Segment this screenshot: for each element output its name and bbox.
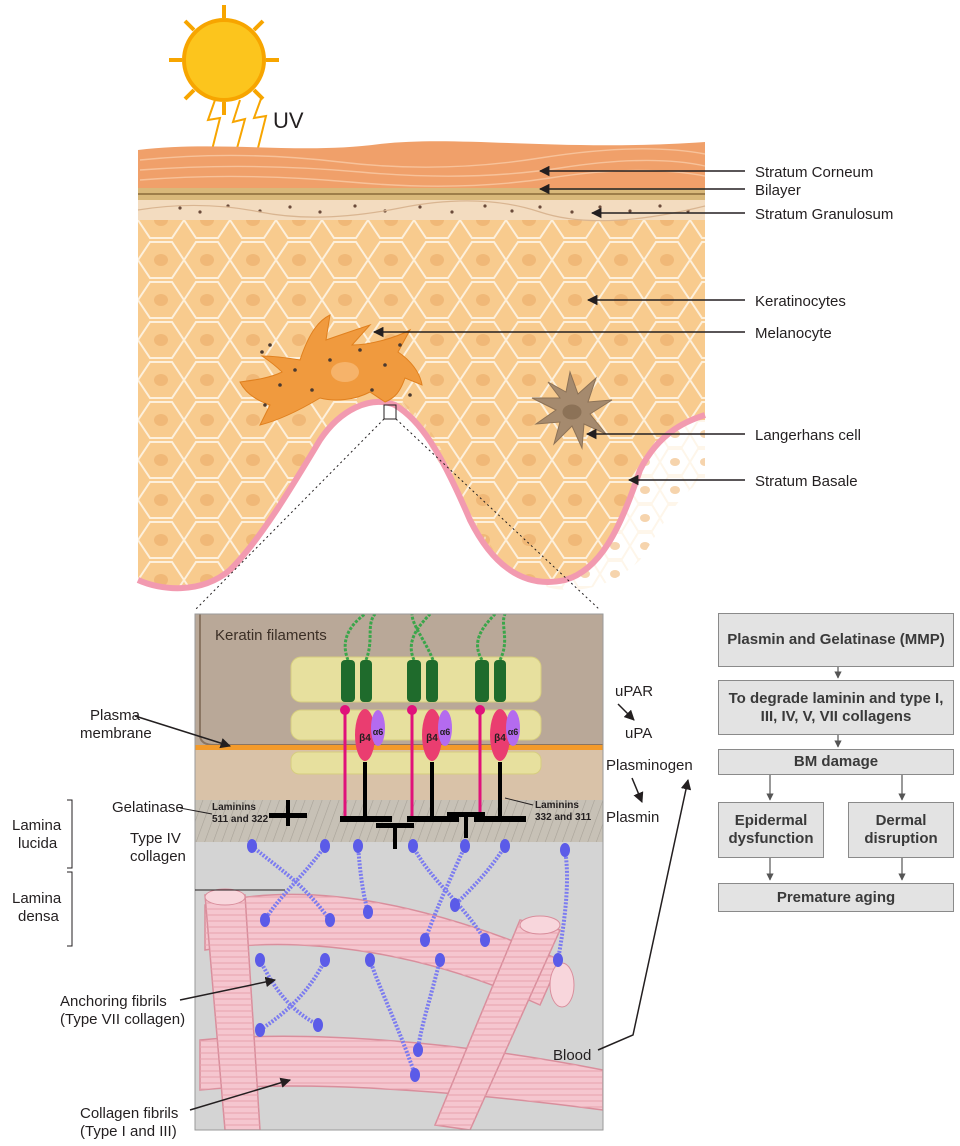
label-collagen-fibrils-2: (Type I and III) xyxy=(80,1123,177,1140)
alpha6-label-1: α6 xyxy=(373,727,384,737)
label-plasma-membrane-2: membrane xyxy=(80,725,152,742)
label-lamina-densa-1: Lamina xyxy=(12,890,62,907)
bm-zoom-panel: β4 α6 β4 α6 β4 α6 Keratin filaments Lami… xyxy=(195,614,603,1130)
label-lamina-lucida-2: lucida xyxy=(18,835,58,852)
label-anchoring-fibrils-1: Anchoring fibrils xyxy=(60,993,167,1010)
label-plasma-membrane-1: Plasma xyxy=(90,707,141,724)
label-laminins-right-2: 332 and 311 xyxy=(535,812,592,823)
sun-icon xyxy=(169,5,279,115)
beta4-label-3: β4 xyxy=(494,733,506,744)
label-laminins-right-1: Laminins xyxy=(535,800,579,811)
label-plasminogen: Plasminogen xyxy=(606,757,693,774)
arrow-upar xyxy=(618,704,634,720)
label-upar: uPAR xyxy=(615,683,653,700)
label-laminins-left-2: 511 and 322 xyxy=(212,814,269,825)
label-keratinocytes: Keratinocytes xyxy=(755,293,846,310)
label-langerhans: Langerhans cell xyxy=(755,427,861,444)
flow-box-degrade: To degrade laminin and type I, III, IV, … xyxy=(718,680,954,735)
label-type-iv-1: Type IV xyxy=(130,830,181,847)
label-plasmin: Plasmin xyxy=(606,809,659,826)
label-stratum-granulosum: Stratum Granulosum xyxy=(755,206,893,223)
alpha6-label-3: α6 xyxy=(508,727,519,737)
label-collagen-fibrils-1: Collagen fibrils xyxy=(80,1105,178,1122)
arrow-plasminogen xyxy=(632,778,642,802)
label-blood: Blood xyxy=(553,1047,591,1064)
label-melanocyte: Melanocyte xyxy=(755,325,832,342)
label-lamina-densa-2: densa xyxy=(18,908,60,925)
uv-label: UV xyxy=(273,108,304,133)
label-laminins-left-1: Laminins xyxy=(212,802,256,813)
alpha6-label-2: α6 xyxy=(440,727,451,737)
lamina-brackets xyxy=(67,800,72,946)
label-keratin-filaments: Keratin filaments xyxy=(215,627,327,644)
label-lamina-lucida-1: Lamina xyxy=(12,817,62,834)
flow-box-plasmin-gelatinase: Plasmin and Gelatinase (MMP) xyxy=(718,613,954,667)
label-bilayer: Bilayer xyxy=(755,182,801,199)
beta4-label-1: β4 xyxy=(359,733,371,744)
uv-rays xyxy=(208,96,266,152)
label-stratum-corneum: Stratum Corneum xyxy=(755,164,873,181)
epidermis xyxy=(138,141,705,590)
flow-box-epidermal: Epidermal dysfunction xyxy=(718,802,824,858)
label-gelatinase: Gelatinase xyxy=(112,799,184,816)
label-type-iv-2: collagen xyxy=(130,848,186,865)
beta4-label-2: β4 xyxy=(426,733,438,744)
label-anchoring-fibrils-2: (Type VII collagen) xyxy=(60,1011,185,1028)
label-upa: uPA xyxy=(625,725,652,742)
flow-box-bm-damage: BM damage xyxy=(718,749,954,775)
flow-box-premature-aging: Premature aging xyxy=(718,883,954,912)
flow-box-dermal: Dermal disruption xyxy=(848,802,954,858)
label-stratum-basale: Stratum Basale xyxy=(755,473,858,490)
